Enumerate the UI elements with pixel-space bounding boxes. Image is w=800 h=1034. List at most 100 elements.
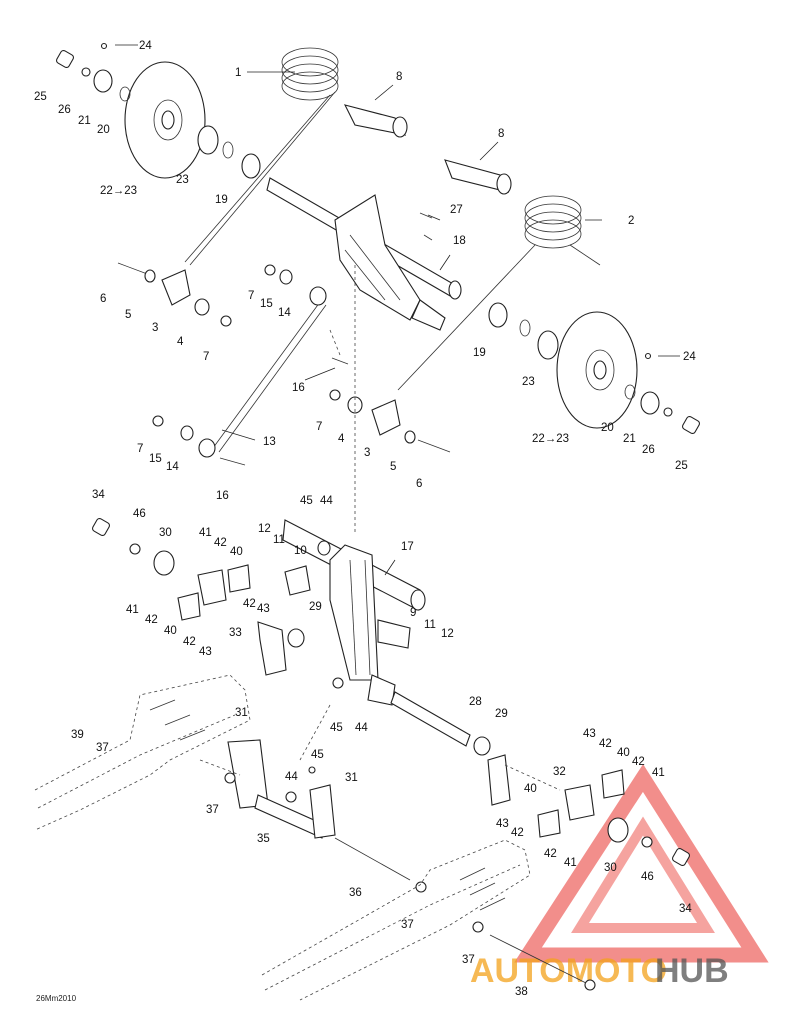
callout-7a: 7 bbox=[203, 351, 209, 363]
callout-1a: 1 bbox=[235, 67, 241, 79]
center-lines bbox=[199, 265, 561, 791]
right-pivot-parts bbox=[329, 389, 451, 453]
callout-20b: 20 bbox=[601, 422, 614, 434]
callout-25a: 25 bbox=[34, 91, 47, 103]
leader-lines bbox=[115, 44, 680, 576]
callout-3b: 3 bbox=[364, 447, 370, 459]
callout-23a: 23 bbox=[176, 174, 189, 186]
callout-42f: 42 bbox=[632, 756, 645, 768]
callout-20a: 20 bbox=[97, 124, 110, 136]
middle-frame-17 bbox=[282, 519, 426, 706]
callout-6b: 6 bbox=[416, 478, 422, 490]
callout-14b: 14 bbox=[166, 461, 179, 473]
callout-29b: 29 bbox=[495, 708, 508, 720]
callout-39: 39 bbox=[71, 729, 84, 741]
callout-11b: 11 bbox=[424, 619, 436, 631]
callout-7c: 7 bbox=[316, 421, 322, 433]
callout-8b: 8 bbox=[498, 128, 504, 140]
callout-28: 28 bbox=[469, 696, 482, 708]
callout-8a: 8 bbox=[396, 71, 402, 83]
callout-44b: 44 bbox=[355, 722, 368, 734]
spacer-21-left bbox=[93, 69, 113, 93]
callout-12a: 12 bbox=[258, 523, 271, 535]
callout-6a: 6 bbox=[100, 293, 106, 305]
callout-19a: 19 bbox=[215, 194, 228, 206]
callout-24b: 24 bbox=[683, 351, 696, 363]
callout-36: 36 bbox=[349, 887, 362, 899]
pivot-block-3-left bbox=[161, 269, 191, 306]
right-rail bbox=[261, 839, 531, 1001]
callout-12b: 12 bbox=[441, 628, 454, 640]
callout-13: 13 bbox=[263, 436, 276, 448]
callout-21b: 21 bbox=[623, 433, 636, 445]
callout-41b: 41 bbox=[126, 604, 139, 616]
bearing-23-left bbox=[197, 125, 219, 155]
callout-4a: 4 bbox=[177, 336, 184, 348]
callout-30b: 30 bbox=[604, 862, 617, 874]
watermark-text-light: AUTOMOTO bbox=[470, 952, 667, 990]
callout-42e: 42 bbox=[599, 738, 612, 750]
callout-43d: 43 bbox=[496, 818, 509, 830]
callout-38: 38 bbox=[515, 986, 528, 998]
callout-43a: 43 bbox=[257, 603, 270, 615]
watermark-text-dark: HUB bbox=[655, 952, 729, 990]
callout-4b: 4 bbox=[338, 433, 345, 445]
drawing-code: 26Mm2010 bbox=[36, 994, 77, 1003]
callout-37d: 37 bbox=[462, 954, 475, 966]
callout-41d: 41 bbox=[564, 857, 577, 869]
callout-labels: 1 2 3 3 4 4 5 5 6 6 7 7 7 7 8 8 9 10 11 … bbox=[34, 40, 696, 998]
callout-9: 9 bbox=[410, 607, 416, 619]
nut-7-left bbox=[220, 315, 232, 327]
left-rail bbox=[34, 674, 251, 831]
callout-44c: 44 bbox=[285, 771, 298, 783]
callout-31a: 31 bbox=[235, 707, 248, 719]
callout-2: 2 bbox=[628, 215, 634, 227]
callout-22a: 22→23 bbox=[100, 185, 137, 197]
callout-32: 32 bbox=[553, 766, 566, 778]
middle-left-blocks bbox=[91, 517, 311, 676]
callout-25b: 25 bbox=[675, 460, 688, 472]
callout-24a: 24 bbox=[139, 40, 152, 52]
bolt-25-left bbox=[55, 49, 75, 69]
callout-5a: 5 bbox=[125, 309, 131, 321]
circlip-20-left bbox=[119, 86, 131, 102]
callout-37c: 37 bbox=[401, 919, 414, 931]
callout-7b: 7 bbox=[248, 290, 254, 302]
callout-43c: 43 bbox=[583, 728, 596, 740]
callout-26b: 26 bbox=[642, 444, 655, 456]
callout-45a: 45 bbox=[300, 495, 313, 507]
callout-15b: 15 bbox=[149, 453, 162, 465]
callout-41c: 41 bbox=[652, 767, 665, 779]
callout-42a: 42 bbox=[214, 537, 227, 549]
spring-1 bbox=[184, 47, 339, 266]
callout-16a: 16 bbox=[292, 382, 305, 394]
pivot-block-3-right bbox=[371, 399, 401, 436]
callout-15a: 15 bbox=[260, 298, 273, 310]
bushing-4-left bbox=[194, 298, 210, 316]
watermark-logo: AUTOMOTO HUB bbox=[470, 764, 769, 990]
callout-35: 35 bbox=[257, 833, 270, 845]
callout-41a: 41 bbox=[199, 527, 212, 539]
callout-42h: 42 bbox=[544, 848, 557, 860]
callout-42b: 42 bbox=[243, 598, 256, 610]
callout-5b: 5 bbox=[390, 461, 396, 473]
callout-40b: 40 bbox=[164, 625, 177, 637]
tube-8-upper bbox=[343, 104, 408, 138]
upper-left-wheel-group bbox=[55, 42, 261, 179]
lower-right-blocks bbox=[537, 769, 691, 867]
upper-right-wheel-group bbox=[419, 212, 701, 435]
callout-34b: 34 bbox=[679, 903, 692, 915]
upper-arm-18 bbox=[266, 177, 462, 331]
washer-26-left bbox=[81, 67, 91, 77]
callout-30a: 30 bbox=[159, 527, 172, 539]
tube-8-lower bbox=[444, 159, 512, 195]
callout-42d: 42 bbox=[183, 636, 196, 648]
spacer-19-left bbox=[241, 153, 261, 179]
callout-11a: 11 bbox=[273, 534, 285, 546]
link-rod-13 bbox=[152, 264, 349, 466]
callout-26a: 26 bbox=[58, 104, 71, 116]
lower-arm-area bbox=[224, 677, 596, 991]
callout-44a: 44 bbox=[320, 495, 333, 507]
callout-3a: 3 bbox=[152, 322, 158, 334]
